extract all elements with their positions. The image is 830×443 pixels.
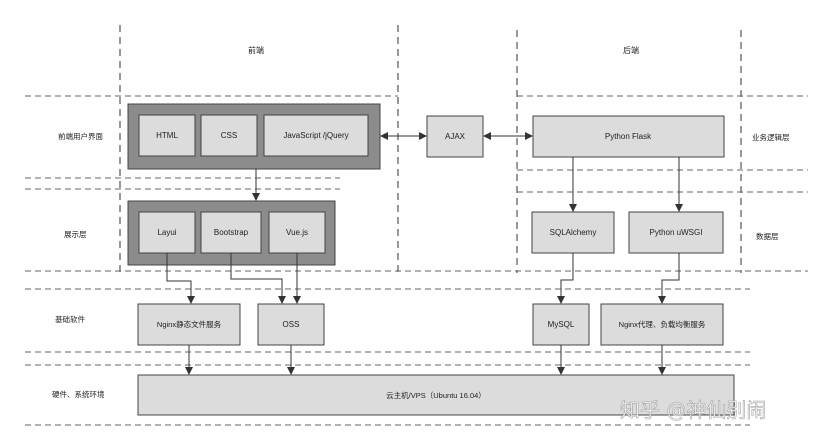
- ajax-box: [426, 115, 484, 158]
- nginx-proxy-label: Nginx代理、负载均衡服务: [619, 319, 706, 329]
- uwsgi-box: [628, 211, 724, 254]
- row-label-display: 展示层: [64, 230, 87, 239]
- sqlalchemy-box: [531, 211, 615, 254]
- vue-box: [268, 211, 326, 254]
- nginx-proxy-box: [600, 303, 724, 346]
- oss-label: OSS: [283, 320, 300, 329]
- oss-box: [257, 303, 325, 346]
- vue-label: Vue.js: [286, 228, 308, 237]
- watermark: 知乎 @神仙别闹: [620, 398, 766, 422]
- vertical-dividers: [119, 25, 742, 273]
- js-box: [263, 114, 369, 157]
- css-box: [200, 114, 258, 157]
- right-label-logic: 业务逻辑层: [752, 132, 790, 142]
- row-label-base-software: 基础软件: [55, 314, 85, 324]
- bootstrap-label: Bootstrap: [214, 228, 249, 237]
- html-label: HTML: [156, 131, 178, 140]
- horizontal-dividers: [25, 95, 808, 426]
- server-label: 云主机/VPS（Ubuntu 16.04）: [386, 390, 486, 400]
- bootstrap-box: [200, 211, 262, 254]
- flask-label: Python Flask: [605, 132, 652, 141]
- section-frontend-label: 前端: [248, 45, 264, 55]
- connectors: [166, 132, 683, 375]
- html-box: [138, 114, 196, 157]
- connector-layui-nginx: [166, 253, 195, 304]
- css-label: CSS: [221, 131, 237, 140]
- connector-sqlalchemy-mysql: [557, 253, 574, 304]
- row-label-hardware: 硬件、系统环境: [52, 389, 105, 399]
- mysql-label: MySQL: [548, 320, 575, 329]
- mysql-box: [532, 303, 590, 346]
- connector-uwsgi-nginx: [658, 253, 680, 304]
- connector-bootstrap-oss: [230, 253, 286, 304]
- sqlalchemy-label: SQLAlchemy: [550, 228, 597, 237]
- uwsgi-label: Python uWSGI: [650, 228, 703, 237]
- ajax-label: AJAX: [445, 132, 466, 141]
- server-box: [137, 374, 735, 416]
- flask-box: [532, 115, 725, 158]
- right-label-data: 数据层: [756, 231, 779, 241]
- js-label: JavaScript /jQuery: [283, 131, 348, 140]
- nginx-static-box: [137, 303, 241, 346]
- layui-label: Layui: [157, 228, 176, 237]
- nginx-static-label: Nginx静态文件服务: [157, 319, 222, 329]
- row-label-ui: 前端用户界面: [58, 131, 103, 141]
- section-backend-label: 后端: [623, 45, 639, 55]
